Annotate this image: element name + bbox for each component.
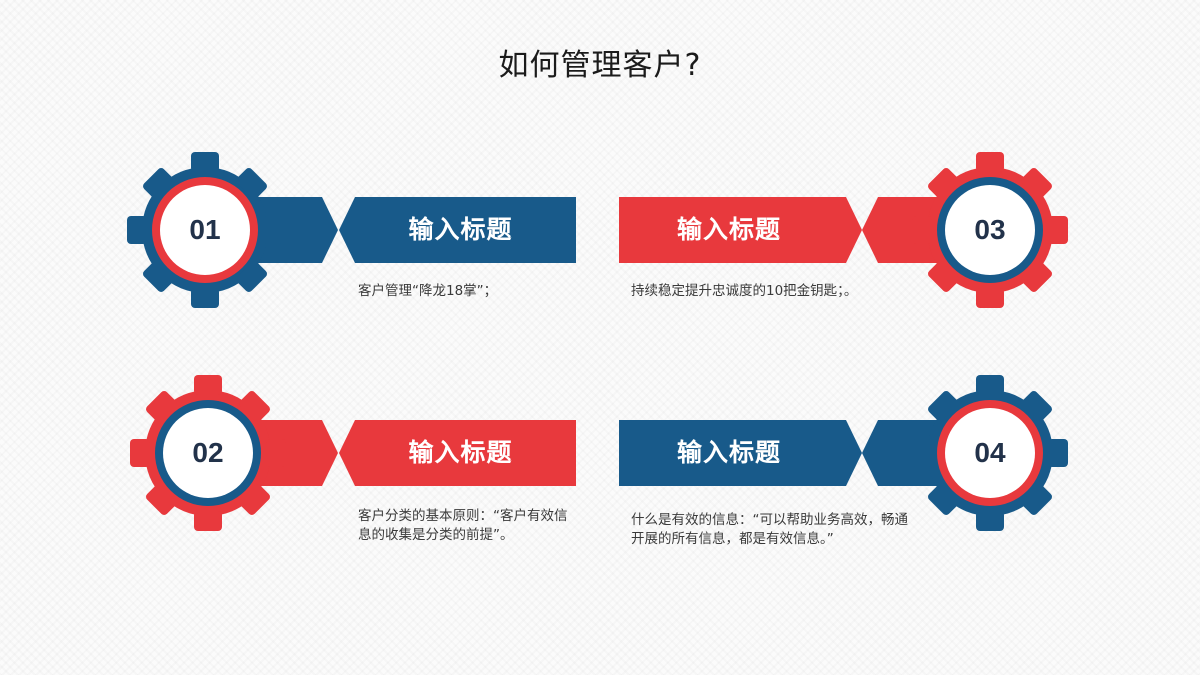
item-04-number: 04: [974, 437, 1006, 468]
item-03-band: 输入标题: [619, 197, 945, 263]
item-01-gear: 01: [125, 150, 285, 310]
page-title: 如何管理客户?: [498, 48, 702, 83]
item-02-gear: 02: [128, 373, 288, 533]
item-03-description: 持续稳定提升忠诚度的10把金钥匙；。: [631, 283, 858, 299]
item-02-heading: 输入标题: [408, 438, 513, 467]
gear-icon: [130, 375, 286, 531]
item-01-band: 输入标题: [250, 197, 576, 263]
gear-icon: [912, 152, 1068, 308]
item-03-number: 03: [974, 214, 1006, 245]
gear-icon: [127, 152, 283, 308]
item-02-description: 客户分类的基本原则：“客户有效信息的收集是分类的前提”。: [358, 508, 568, 543]
item-02-band: 输入标题: [250, 420, 576, 486]
item-01-description: 客户管理“降龙18掌”；: [358, 283, 498, 299]
item-02-number: 02: [192, 437, 224, 468]
item-03-gear: 03: [910, 150, 1070, 310]
item-04-description: 什么是有效的信息：“可以帮助业务高效，畅通开展的所有信息，都是有效信息。”: [631, 512, 908, 547]
item-01-number: 01: [189, 214, 221, 245]
gear-icon: [912, 375, 1068, 531]
item-04-band: 输入标题: [619, 420, 945, 486]
item-01-heading: 输入标题: [408, 215, 513, 244]
item-03-heading: 输入标题: [676, 215, 781, 244]
item-04-heading: 输入标题: [676, 438, 781, 467]
item-04-gear: 04: [910, 373, 1070, 533]
